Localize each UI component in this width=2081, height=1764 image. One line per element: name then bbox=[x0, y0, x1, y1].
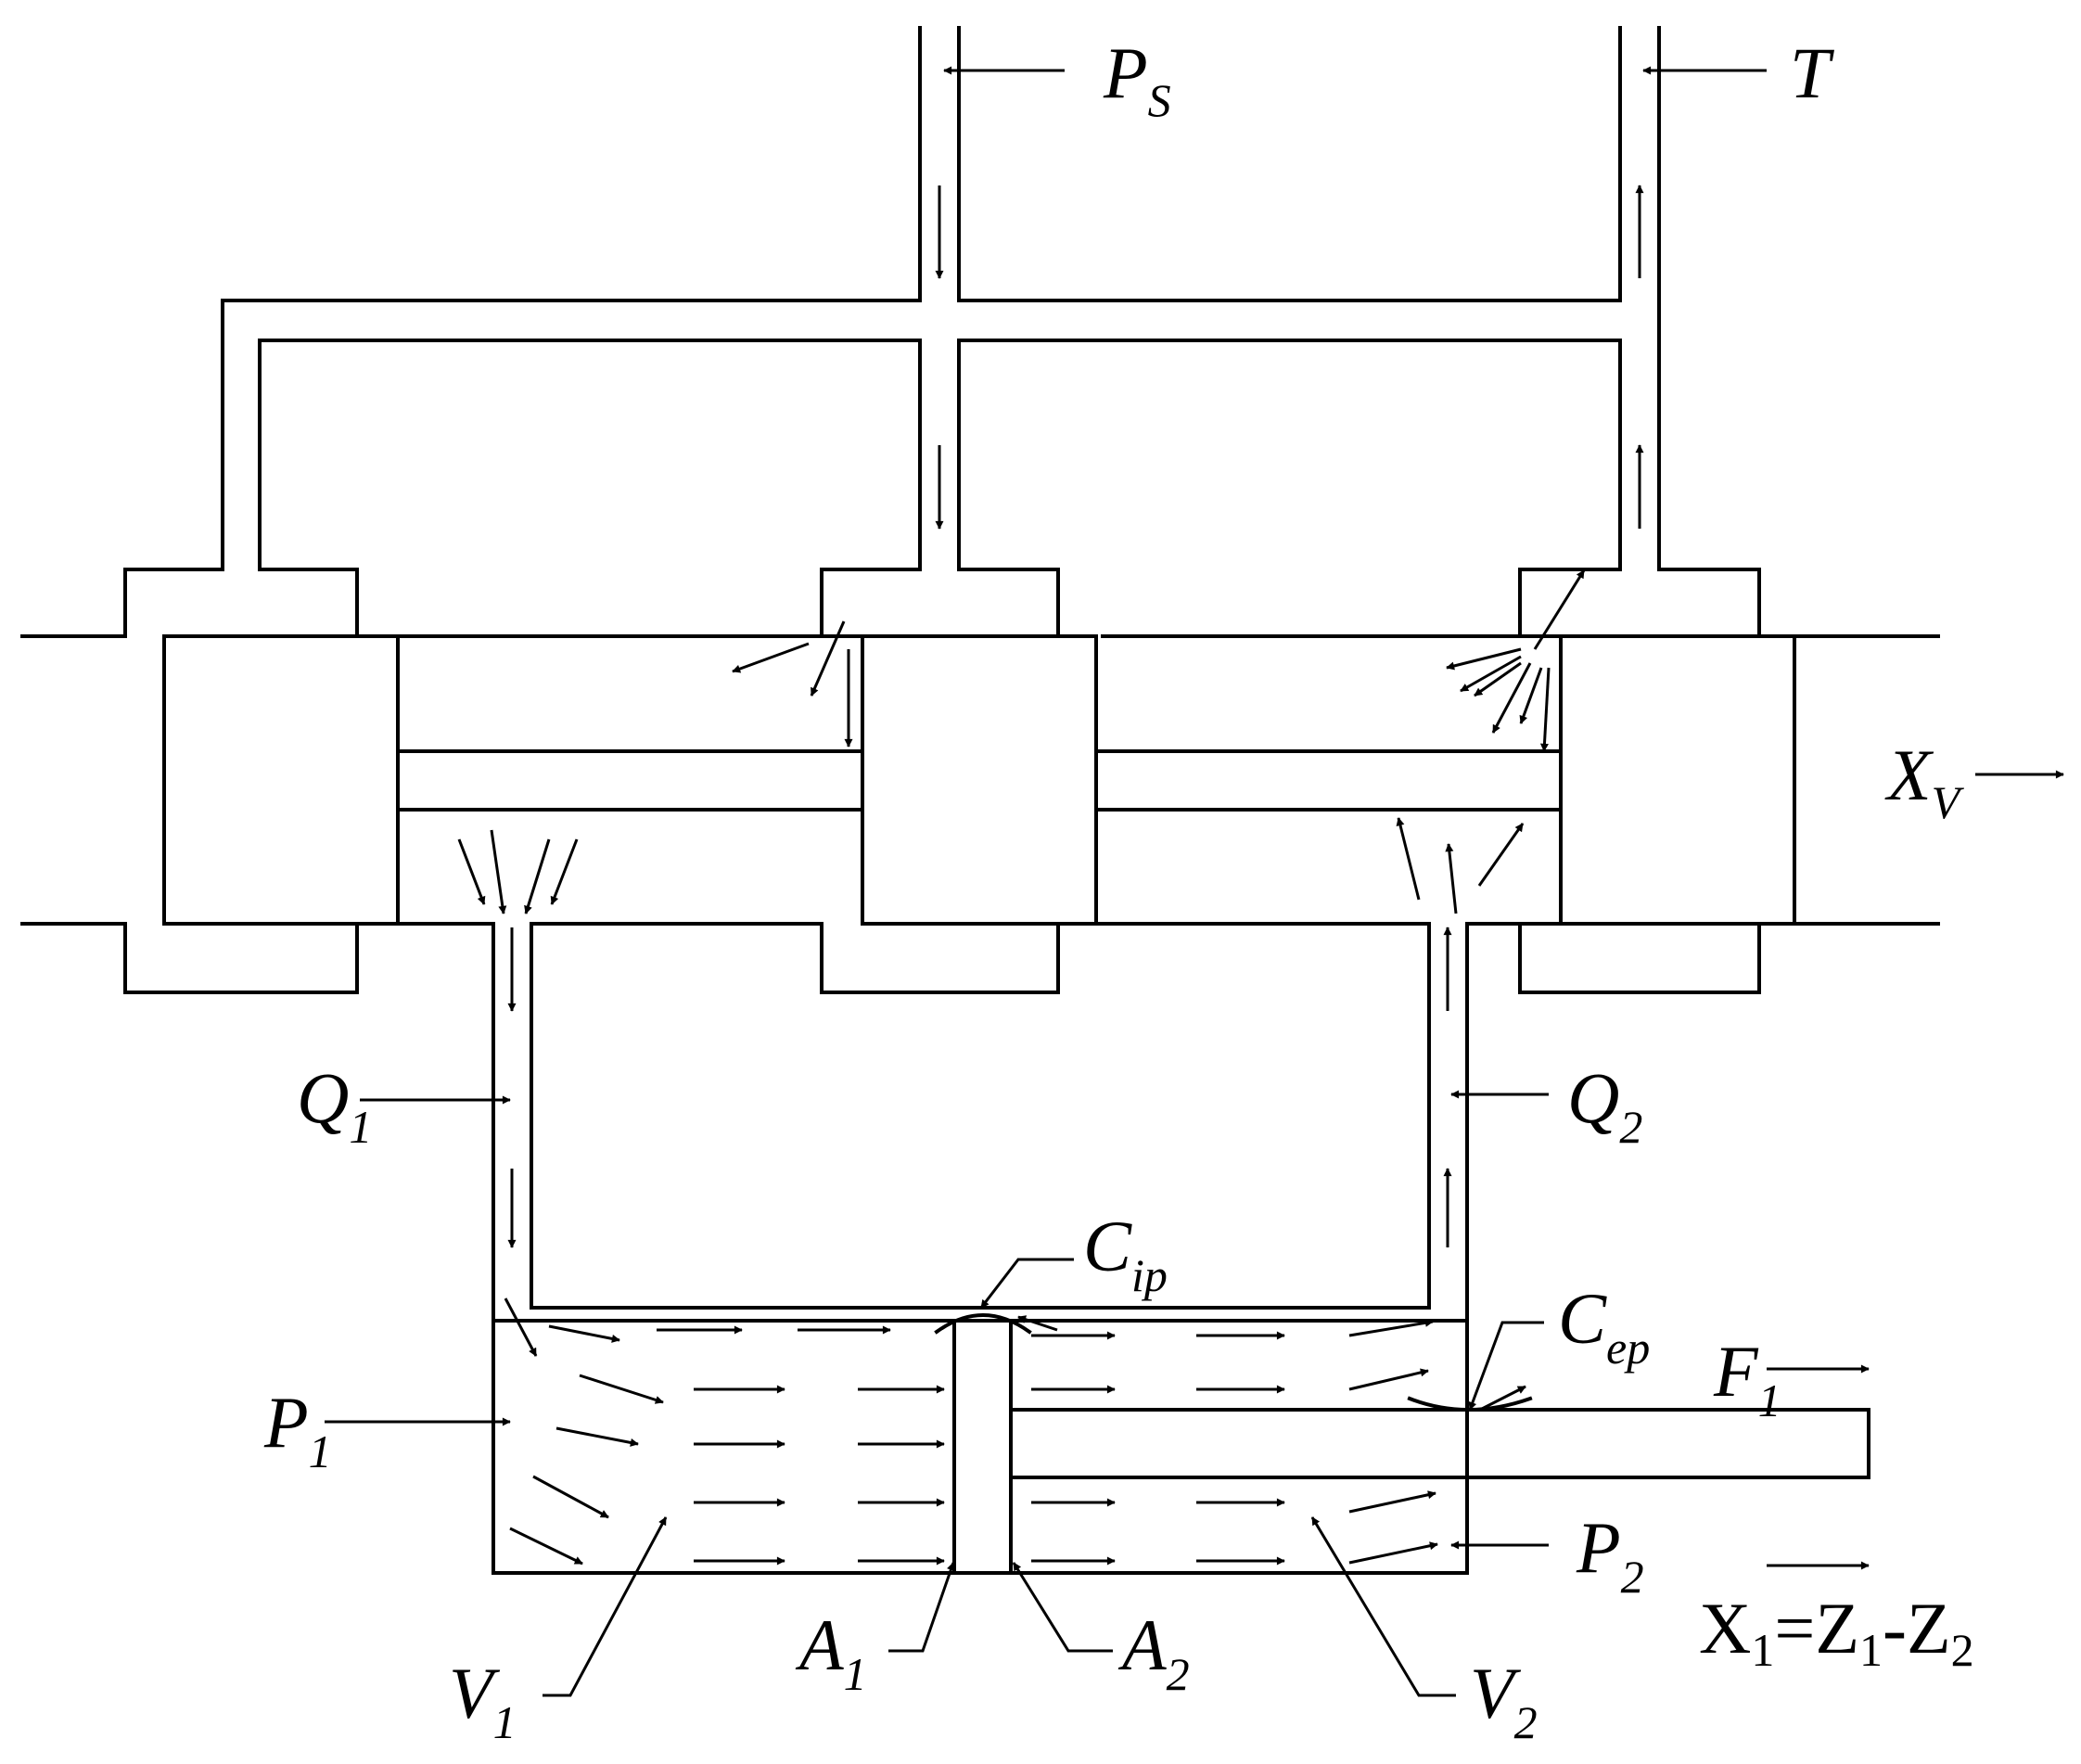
piston-rod bbox=[1009, 1408, 1870, 1479]
a2-pointer bbox=[1012, 1562, 1113, 1653]
v1-pointer bbox=[543, 1516, 668, 1697]
v2-pointer bbox=[1310, 1516, 1456, 1697]
q2-label: Q2 bbox=[1567, 1057, 1642, 1153]
displacement-equation: X1=Z1-Z2 bbox=[1699, 1588, 1974, 1676]
valve-body bbox=[20, 26, 1940, 994]
xv-label: XV bbox=[1884, 735, 1965, 828]
cylinder-lines bbox=[492, 922, 1469, 1575]
t-label: T bbox=[1790, 32, 1834, 113]
p2-label: P2 bbox=[1576, 1507, 1644, 1603]
f1-label: F1 bbox=[1713, 1331, 1781, 1426]
cip-label: Cip bbox=[1083, 1206, 1168, 1301]
cip-pointer bbox=[979, 1258, 1074, 1309]
p1-label: P1 bbox=[263, 1382, 332, 1477]
a2-label: A2 bbox=[1117, 1604, 1190, 1700]
ps-label: PS bbox=[1103, 32, 1171, 126]
spool bbox=[162, 634, 1796, 926]
cep-label: Cep bbox=[1558, 1278, 1650, 1374]
label-pointers bbox=[325, 66, 2064, 1697]
cylinder bbox=[492, 1313, 1870, 1575]
piston bbox=[952, 1319, 1013, 1575]
spool-land-right bbox=[1559, 634, 1796, 926]
q1-label: Q1 bbox=[297, 1057, 372, 1153]
cep-pointer bbox=[1468, 1321, 1544, 1411]
spool-land-left bbox=[162, 634, 400, 926]
v2-label: V2 bbox=[1470, 1653, 1538, 1748]
labels: PS T XV Q1 Q2 Cip Cep F1 P1 P2 A1 A2 V1 … bbox=[263, 32, 1974, 1748]
external-leakage-arc bbox=[1407, 1396, 1533, 1412]
v1-label: V1 bbox=[449, 1653, 517, 1748]
flow-arrows bbox=[457, 185, 1644, 1566]
internal-leakage-arc bbox=[934, 1313, 1032, 1335]
spool-land-middle bbox=[861, 634, 1098, 926]
a1-pointer bbox=[888, 1562, 955, 1653]
a1-label: A1 bbox=[795, 1604, 867, 1700]
